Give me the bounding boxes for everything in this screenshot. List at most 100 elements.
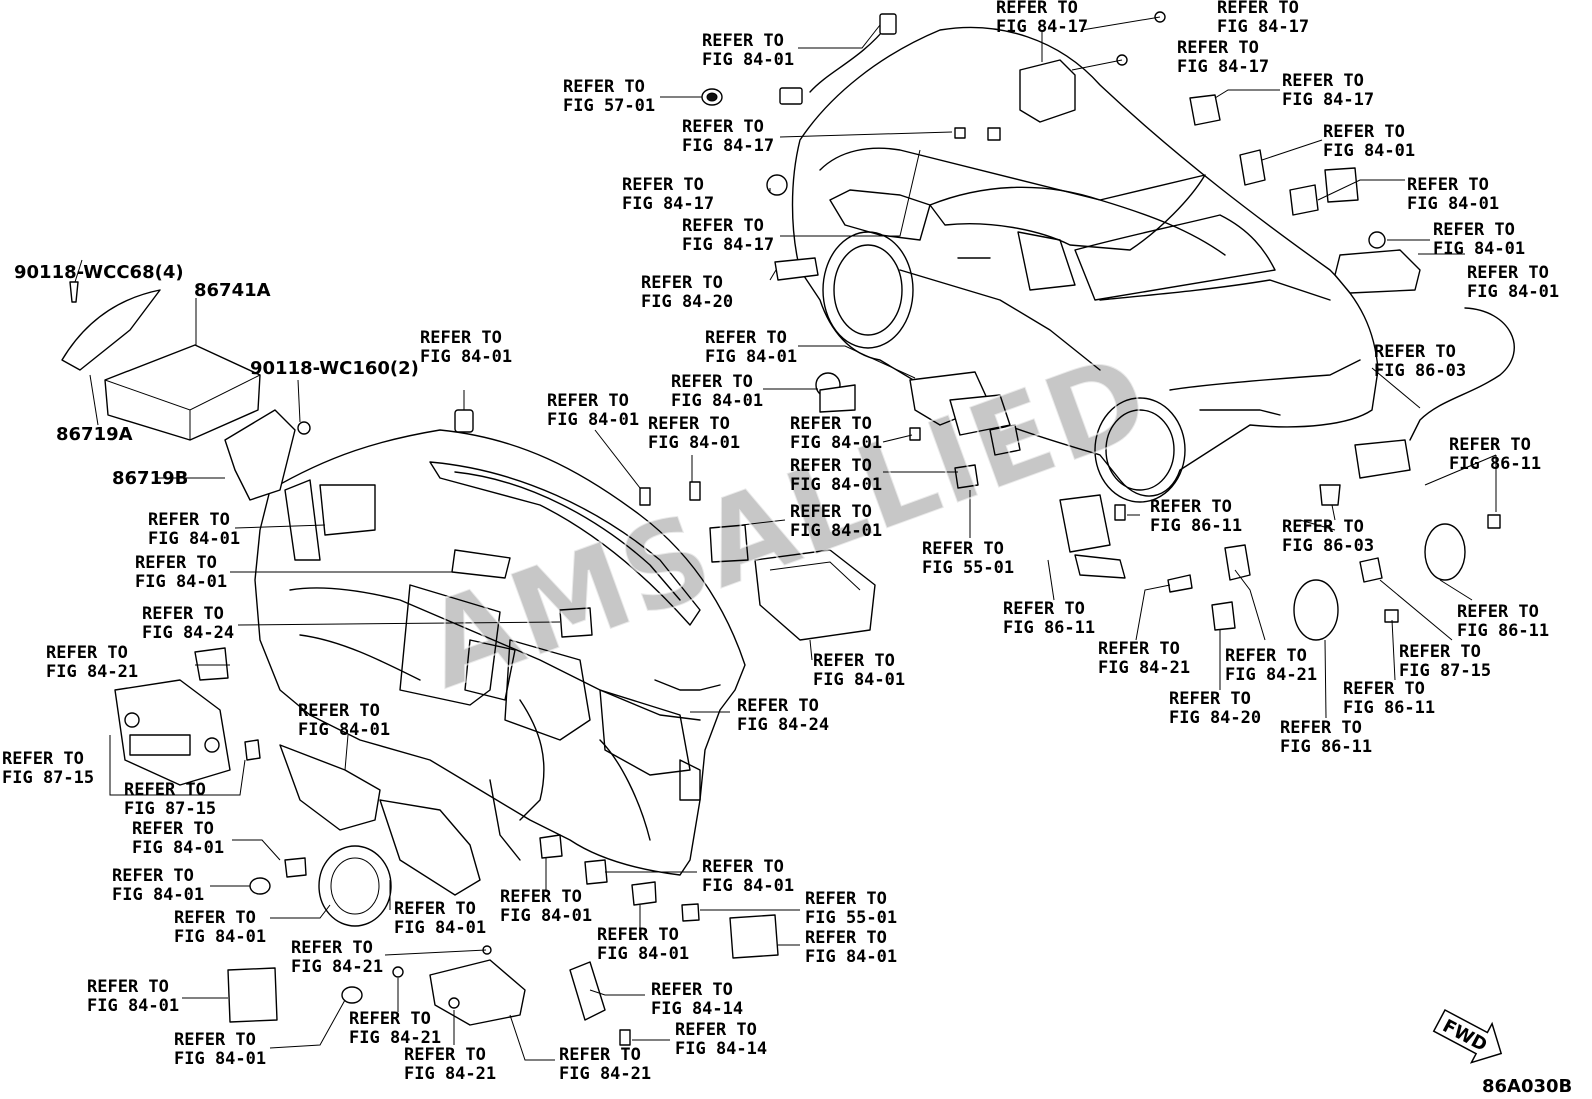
callout-fig-ref: FIG 84-01 [87,996,179,1016]
callout-fig-ref: FIG 84-21 [404,1064,496,1084]
callout-refer-text: REFER TO [641,273,723,293]
callout-fig-ref: FIG 84-01 [174,1049,266,1069]
callout-fig-ref: FIG 86-11 [1280,737,1372,757]
callout-refer-text: REFER TO [705,328,787,348]
callout-fig-ref: FIG 84-01 [1407,194,1499,214]
part-number-90118-wc160: 90118-WC160(2) [250,358,419,379]
callout-refer-text: REFER TO [996,0,1078,18]
callout-fig-ref: FIG 84-17 [682,136,774,156]
callout-fig-ref: FIG 84-01 [702,50,794,70]
callout-fig-ref: FIG 87-15 [2,768,94,788]
display-part [227,967,278,1023]
callout-fig-ref: FIG 84-14 [651,999,743,1019]
ecu-part [754,549,876,641]
callout-refer-text: REFER TO [46,643,128,663]
callout-fig-ref: FIG 84-24 [737,715,829,735]
callout-refer-text: REFER TO [142,604,224,624]
callout-fig-ref: FIG 55-01 [805,908,897,928]
callout-fig-ref: FIG 57-01 [563,96,655,116]
callout-fig-ref: FIG 84-17 [622,194,714,214]
callout-fig-ref: FIG 55-01 [922,558,1014,578]
callout-refer-text: REFER TO [1433,220,1515,240]
relay-part [1059,494,1111,553]
callout-refer-text: REFER TO [1374,342,1456,362]
callout-refer-text: REFER TO [813,651,895,671]
callout-fig-ref: FIG 84-01 [132,838,224,858]
callout-fig-ref: FIG 87-15 [124,799,216,819]
module-86741a [104,344,261,441]
callout-refer-text: REFER TO [682,117,764,137]
callout-fig-ref: FIG 84-20 [1169,708,1261,728]
callout-fig-ref: FIG 84-01 [394,918,486,938]
callout-refer-text: REFER TO [1449,435,1531,455]
switch-panel [114,679,231,786]
airbag-sensor [429,959,526,1026]
callout-refer-text: REFER TO [805,889,887,909]
callout-fig-ref: FIG 84-01 [298,720,390,740]
